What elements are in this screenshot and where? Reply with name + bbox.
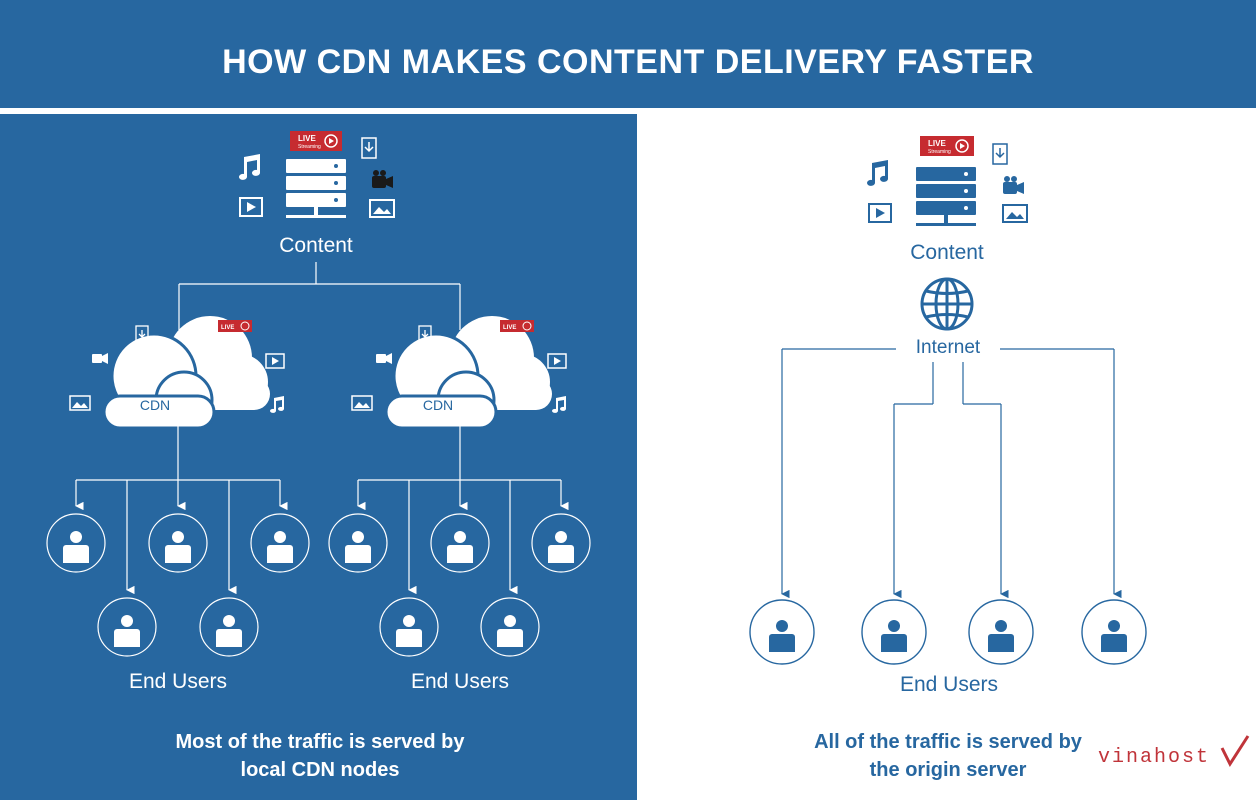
- user-icon: [46, 513, 106, 573]
- cdn1-side-icons: LIVE: [69, 320, 285, 413]
- user-icon: [430, 513, 490, 573]
- svg-text:Streaming: Streaming: [298, 144, 321, 150]
- cdn2-distribution-lines: [357, 422, 569, 595]
- svg-text:LIVE: LIVE: [298, 134, 316, 143]
- right-end-users: [749, 599, 1147, 665]
- right-download-icon: [992, 143, 1008, 165]
- user-icon: [480, 597, 540, 657]
- left-caption: Most of the traffic is served by local C…: [110, 728, 530, 784]
- page-title: HOW CDN MAKES CONTENT DELIVERY FASTER: [222, 43, 1034, 81]
- right-camera-icon: [1003, 176, 1024, 194]
- svg-text:Streaming: Streaming: [928, 149, 951, 155]
- brand-logo: vinahost: [1098, 744, 1238, 774]
- left-video-icon: [239, 197, 263, 217]
- right-image-icon: [1002, 204, 1028, 223]
- user-icon: [148, 513, 208, 573]
- cdn-panel: [0, 114, 637, 800]
- user-icon: [199, 597, 259, 657]
- left-end-users-label-1: End Users: [128, 670, 228, 693]
- svg-text:CDN: CDN: [423, 397, 453, 413]
- right-video-icon: [868, 203, 892, 223]
- left-caption-line-1: Most of the traffic is served by: [175, 731, 465, 753]
- left-content-server: [286, 159, 346, 218]
- left-content-connectors: [178, 262, 461, 330]
- user-icon: [97, 597, 157, 657]
- right-end-users-label: End Users: [899, 673, 999, 696]
- left-camera-icon: [372, 170, 393, 188]
- brand-check-icon: [1220, 735, 1250, 768]
- left-caption-line-2: local CDN nodes: [240, 759, 400, 781]
- right-live-streaming-icon: LIVE Streaming: [920, 136, 974, 156]
- left-content-label: Content: [279, 234, 353, 257]
- origin-panel: [637, 114, 1256, 800]
- user-icon: [1081, 599, 1147, 665]
- user-icon: [250, 513, 310, 573]
- internet-label: Internet: [896, 337, 1000, 359]
- user-icon: [328, 513, 388, 573]
- svg-text:LIVE: LIVE: [503, 325, 516, 331]
- cdn2-side-icons: LIVE: [351, 320, 567, 413]
- right-caption: All of the traffic is served by the orig…: [738, 728, 1158, 784]
- left-download-icon: [361, 137, 377, 159]
- cdn1-distribution-lines: [75, 422, 288, 595]
- left-music-icon: [239, 154, 260, 180]
- user-icon: [379, 597, 439, 657]
- right-content-server: [916, 167, 976, 226]
- cdn-cloud-1: CDN: [102, 316, 270, 430]
- left-end-users: [46, 513, 591, 657]
- user-icon: [861, 599, 927, 665]
- svg-text:LIVE: LIVE: [221, 325, 234, 331]
- right-music-icon: [867, 160, 888, 186]
- globe-icon: [920, 277, 974, 331]
- user-icon: [531, 513, 591, 573]
- left-live-streaming-icon: LIVE Streaming: [290, 131, 342, 151]
- right-caption-line-1: All of the traffic is served by: [814, 731, 1082, 753]
- right-content-label: Content: [910, 241, 984, 264]
- left-end-users-label-2: End Users: [410, 670, 510, 693]
- header-banner: HOW CDN MAKES CONTENT DELIVERY FASTER: [0, 0, 1256, 108]
- svg-text:CDN: CDN: [140, 397, 170, 413]
- user-icon: [749, 599, 815, 665]
- right-caption-line-2: the origin server: [869, 759, 1027, 781]
- brand-logo-text: vinahost: [1098, 746, 1211, 769]
- user-icon: [968, 599, 1034, 665]
- right-internet-connectors: [781, 348, 1122, 599]
- svg-text:LIVE: LIVE: [928, 139, 946, 148]
- cdn-cloud-2: CDN: [384, 316, 552, 430]
- left-image-icon: [369, 199, 395, 218]
